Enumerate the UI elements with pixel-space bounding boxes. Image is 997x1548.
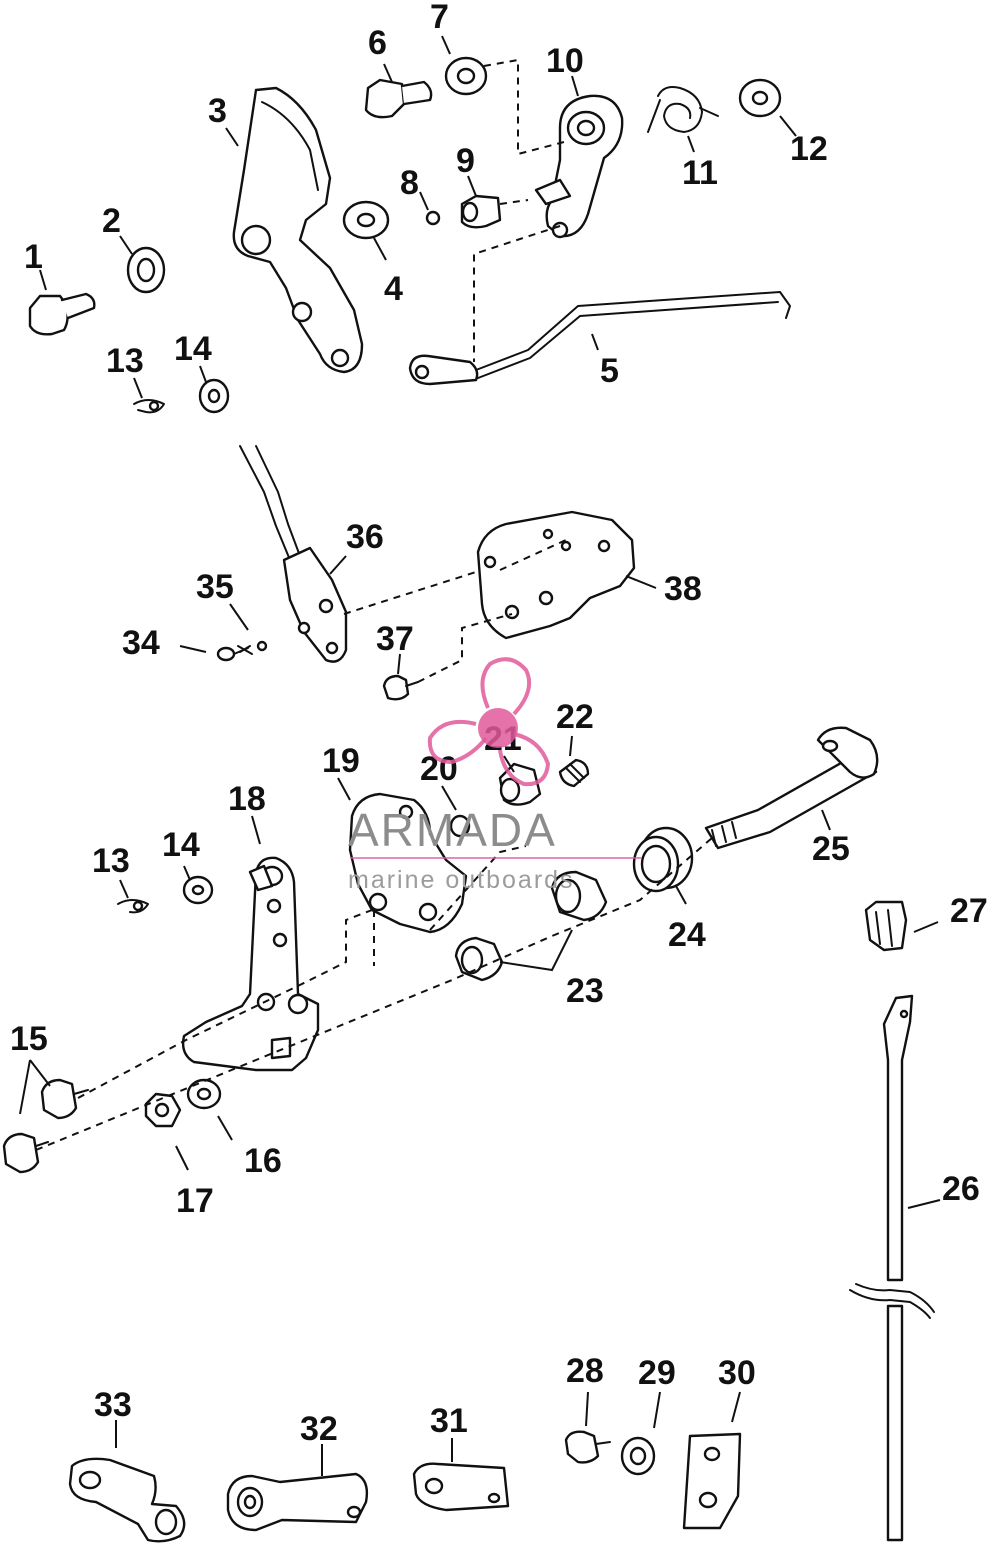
callout-28: 28: [566, 1352, 604, 1390]
part-bushing-23b: [550, 870, 608, 922]
part-washer-29: [620, 1436, 656, 1476]
part-link-rod-5: [408, 291, 791, 386]
part-washer-12: [738, 78, 782, 118]
callout-17: 17: [176, 1182, 214, 1220]
part-washer-14-top: [198, 378, 230, 414]
part-cable-fitting-36: [282, 546, 348, 663]
propeller-icon: [427, 657, 551, 787]
watermark-tagline: marine outboards: [348, 866, 575, 894]
part-spacer-20: [449, 814, 471, 838]
callout-14-top: 14: [174, 330, 212, 368]
part-clip-27: [864, 900, 908, 952]
part-small-35: [237, 640, 268, 655]
part-nut-8: [425, 210, 441, 226]
part-spacer-9: [460, 194, 502, 229]
callout-11: 11: [682, 154, 718, 192]
part-bushing-6: [364, 78, 433, 119]
callout-labels: 1 2 3 4 5 6 7 8 9 10 11 12 13 14 13 14 1…: [10, 0, 988, 1448]
callout-4: 4: [384, 270, 403, 308]
part-bolt-1: [28, 292, 96, 336]
callout-10: 10: [546, 42, 584, 80]
callout-3: 3: [208, 92, 227, 130]
callout-19: 19: [322, 742, 360, 780]
callout-23: 23: [566, 972, 604, 1010]
part-washer-16: [186, 1078, 222, 1110]
callout-24: 24: [668, 916, 706, 954]
part-plate-30: [682, 1432, 742, 1530]
part-bolt-15a: [40, 1078, 89, 1120]
part-washer-7: [444, 56, 488, 96]
callout-9: 9: [456, 142, 475, 180]
part-spring-11: [647, 86, 719, 133]
part-throttle-arm-10: [534, 94, 624, 239]
callout-36: 36: [346, 518, 384, 556]
part-arm-33: [68, 1457, 186, 1543]
part-rod-end-31: [412, 1462, 510, 1512]
callout-16: 16: [244, 1142, 282, 1180]
callout-37: 37: [376, 620, 414, 658]
propeller-blade-upper: [480, 657, 531, 716]
callout-5: 5: [600, 352, 619, 390]
callout-30: 30: [718, 1354, 756, 1392]
part-clip-13-bottom: [117, 899, 149, 914]
callout-15: 15: [10, 1020, 48, 1058]
part-rod-end-32: [226, 1472, 369, 1532]
callout-7: 7: [430, 0, 449, 36]
callout-29: 29: [638, 1354, 676, 1392]
callout-32: 32: [300, 1410, 338, 1448]
propeller-blade-left: [427, 719, 488, 765]
propeller-blade-right: [498, 732, 551, 787]
part-throttle-cable: [239, 445, 301, 561]
callout-14-bottom: 14: [162, 826, 200, 864]
callout-27: 27: [950, 892, 988, 930]
part-washer-4: [342, 200, 390, 240]
callout-25: 25: [812, 830, 850, 868]
propeller-hub: [478, 708, 518, 748]
part-cam-3: [232, 86, 364, 374]
callout-38: 38: [664, 570, 702, 608]
watermark-brand: ARMADA: [348, 804, 557, 856]
callout-33: 33: [94, 1386, 132, 1424]
callout-31: 31: [430, 1402, 468, 1440]
part-screw-37: [382, 674, 419, 701]
part-bearing-24: [632, 826, 694, 893]
part-washer-14-bottom: [182, 875, 214, 905]
part-bushing-23a: [454, 936, 504, 982]
part-bolt-28: [564, 1430, 611, 1464]
callout-22: 22: [556, 698, 594, 736]
callout-13-bottom: 13: [92, 842, 130, 880]
callout-18: 18: [228, 780, 266, 818]
callout-8: 8: [400, 164, 419, 202]
callout-2: 2: [102, 202, 121, 240]
part-shift-rod-26: [849, 994, 935, 1542]
part-bracket-19: [348, 792, 468, 934]
part-shift-lever-18: [181, 856, 320, 1072]
part-bracket-38: [476, 510, 636, 640]
part-bolt-15b: [2, 1132, 49, 1174]
part-clip-13-top: [133, 399, 165, 414]
part-washer-2: [126, 246, 166, 294]
callout-1: 1: [24, 238, 43, 276]
callout-26: 26: [942, 1170, 980, 1208]
watermark: ARMADA marine outboards: [348, 657, 642, 894]
callout-13-top: 13: [106, 342, 144, 380]
callout-20: 20: [420, 750, 458, 788]
part-nut-17: [144, 1092, 182, 1128]
callout-12: 12: [790, 130, 828, 168]
callout-6: 6: [368, 24, 387, 62]
part-shaft-25: [704, 726, 879, 850]
callout-34: 34: [122, 624, 160, 662]
part-setscrew-22: [558, 758, 590, 788]
callout-35: 35: [196, 568, 234, 606]
leader-lines: [19, 35, 941, 1476]
